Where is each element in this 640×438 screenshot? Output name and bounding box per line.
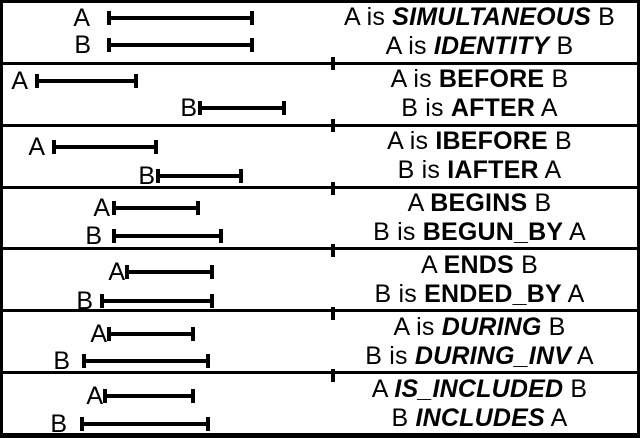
relation-caption-line: A is IBEFORE B [387,127,572,156]
caption-post: A [563,218,586,246]
caption-pre: A is [344,3,393,32]
caption-post: A [561,279,585,308]
relation-keyword: INCLUDES [415,403,545,432]
caption-pre: A [407,189,431,217]
relation-caption-line: A ENDS B [421,251,538,280]
caption-post: B [541,312,566,341]
interval-diagram-space [3,3,336,62]
caption-post: A [571,341,594,370]
caption-post: A [535,94,558,123]
caption-pre: A is [385,32,434,61]
caption-post: B [527,189,552,217]
caption-pre: A is [390,65,439,94]
relation-keyword: BEGINS [430,189,528,217]
relation-keyword: IDENTITY [433,32,550,61]
relation-caption-line: B is IAFTER A [398,156,562,185]
relation-keyword: BEGUN_BY [422,218,564,246]
relation-caption-line: A IS_INCLUDED B [372,375,588,404]
caption-pre: B [391,403,416,432]
caption-pre: A is [387,127,436,156]
relation-keyword: ENDED_BY [424,279,562,308]
relation-caption-line: A is SIMULTANEOUS B [344,3,615,32]
relation-keyword: SIMULTANEOUS [392,3,591,32]
interval-diagram-space [3,127,336,186]
relation-keyword: DURING_INV [414,341,572,370]
relation-keyword: ENDS [443,250,514,279]
relation-keyword: BEFORE [438,65,545,94]
relation-keyword: IS_INCLUDED [394,374,564,403]
caption-post: B [563,374,588,403]
caption-pre: A [421,250,444,279]
caption-pre: B is [401,94,451,123]
relation-caption-line: A is IDENTITY B [386,32,574,61]
interval-diagram-space [3,189,336,248]
caption-post: B [547,127,572,156]
interval-diagram-space [3,312,336,371]
caption-post: B [513,250,538,279]
caption-post: A [544,403,568,432]
interval-diagram-space [3,374,336,433]
caption-pre: A [371,374,395,403]
relation-caption-line: B is DURING_INV A [365,342,593,371]
caption-pre: A is [393,312,442,341]
interval-diagram-space [3,65,336,124]
relation-caption-line: B is BEGUN_BY A [373,218,586,247]
relation-caption-line: B is ENDED_BY A [374,280,584,309]
relation-caption-line: B INCLUDES A [391,404,567,433]
interval-diagram-space [3,250,336,309]
relation-caption-line: A is BEFORE B [391,65,569,94]
caption-pre: B is [374,279,425,308]
relation-keyword: IBEFORE [435,127,548,156]
relation-caption-line: B is AFTER A [401,94,558,123]
caption-post: B [590,3,615,32]
caption-post: A [538,156,562,185]
caption-pre: B is [365,341,415,370]
caption-post: B [549,32,574,61]
caption-post: B [544,65,569,94]
relation-caption-line: A is DURING B [393,313,565,342]
relation-keyword: IAFTER [447,156,539,185]
caption-pre: B is [373,218,423,246]
relation-keyword: AFTER [450,94,536,123]
relation-keyword: DURING [441,312,542,341]
caption-pre: B is [397,156,448,185]
relation-caption-line: A BEGINS B [408,189,552,218]
